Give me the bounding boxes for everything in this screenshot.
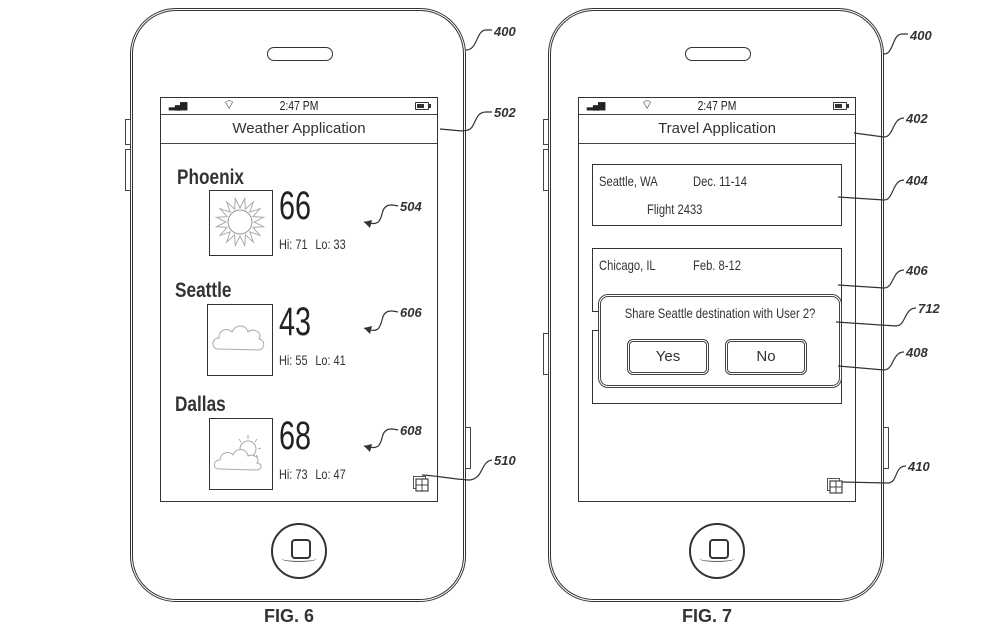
yes-button[interactable]: Yes <box>627 339 709 375</box>
sun-icon <box>209 190 273 256</box>
ref-404: 404 <box>906 173 928 188</box>
hi-lo: Hi: 71 Lo: 33 <box>279 236 354 252</box>
lo-temp: Lo: 47 <box>315 466 346 482</box>
ref-510: 510 <box>494 453 516 468</box>
trip-destination: Chicago, IL <box>599 257 656 273</box>
earpiece-speaker <box>267 47 333 61</box>
cloud-icon <box>207 304 273 376</box>
hi-temp: Hi: 71 <box>279 236 308 252</box>
side-button <box>883 427 889 469</box>
screen: ▂▄▆ ⌔ 2:47 PM Weather Application Phoeni… <box>160 97 438 502</box>
ref-606: 606 <box>400 305 422 320</box>
ref-406: 406 <box>906 263 928 278</box>
ref-400-fig6: 400 <box>494 24 516 39</box>
battery-icon <box>833 102 849 110</box>
screen: ▂▄▆ ⌔ 2:47 PM Travel Application Seattle… <box>578 97 856 502</box>
status-time: 2:47 PM <box>697 98 737 113</box>
volume-up-button <box>543 119 549 145</box>
figure-caption-6: FIG. 6 <box>264 606 315 626</box>
trip-destination: Seattle, WA <box>599 173 658 189</box>
dialog-message: Share Seattle destination with User 2? <box>624 305 816 321</box>
no-button[interactable]: No <box>725 339 807 375</box>
city-name: Seattle <box>175 279 232 302</box>
ref-502: 502 <box>494 105 516 120</box>
sun-rays <box>214 196 266 248</box>
volume-down-button <box>543 149 549 191</box>
earpiece-speaker <box>685 47 751 61</box>
volume-up-button <box>125 119 131 145</box>
current-temp: 68 <box>279 414 312 458</box>
app-title: Travel Application <box>579 115 855 144</box>
signal-bars-icon: ▂▄▆ <box>169 100 187 110</box>
hi-lo: Hi: 73 Lo: 47 <box>279 466 354 482</box>
ref-400-fig7: 400 <box>910 28 932 43</box>
lo-temp: Lo: 33 <box>315 236 346 252</box>
grid-icon[interactable] <box>827 478 843 494</box>
home-button[interactable] <box>689 523 745 579</box>
status-time: 2:47 PM <box>279 98 319 113</box>
side-button <box>465 427 471 469</box>
city-name: Dallas <box>175 393 226 416</box>
grid-icon[interactable] <box>413 476 429 492</box>
trip-dates: Dec. 11-14 <box>693 173 747 189</box>
volume-down-button <box>125 149 131 191</box>
home-button[interactable] <box>271 523 327 579</box>
battery-icon <box>415 102 431 110</box>
leader-400-fig7 <box>883 33 908 55</box>
ref-712: 712 <box>918 301 940 316</box>
status-bar: ▂▄▆ ⌔ 2:47 PM <box>579 97 855 115</box>
current-temp: 43 <box>279 300 312 344</box>
ref-408: 408 <box>906 345 928 360</box>
signal-bars-icon: ▂▄▆ <box>587 100 605 110</box>
home-arc <box>281 555 317 562</box>
hi-temp: Hi: 73 <box>279 466 308 482</box>
ref-608: 608 <box>400 423 422 438</box>
city-name: Phoenix <box>177 166 244 189</box>
home-arc <box>699 555 735 562</box>
ref-402: 402 <box>906 111 928 126</box>
figure-caption-7: FIG. 7 <box>682 606 733 626</box>
leader-400-fig6 <box>465 29 492 51</box>
hi-lo: Hi: 55 Lo: 41 <box>279 352 354 368</box>
share-dialog: Share Seattle destination with User 2? Y… <box>598 294 842 388</box>
app-title: Weather Application <box>161 115 437 144</box>
hi-temp: Hi: 55 <box>279 352 308 368</box>
trip-flight: Flight 2433 <box>647 201 703 217</box>
partly-cloudy-icon <box>209 418 273 490</box>
trip-dates: Feb. 8-12 <box>693 257 741 273</box>
ref-410: 410 <box>908 459 930 474</box>
current-temp: 66 <box>279 184 312 228</box>
wifi-icon: ⌔ <box>223 97 236 112</box>
status-bar: ▂▄▆ ⌔ 2:47 PM <box>161 97 437 115</box>
mute-switch <box>543 333 549 375</box>
trip-card-seattle[interactable]: Seattle, WA Dec. 11-14 Flight 2433 <box>592 164 842 226</box>
wifi-icon: ⌔ <box>641 97 654 112</box>
phone-device-fig7: ▂▄▆ ⌔ 2:47 PM Travel Application Seattle… <box>543 8 889 602</box>
ref-504: 504 <box>400 199 422 214</box>
lo-temp: Lo: 41 <box>315 352 346 368</box>
